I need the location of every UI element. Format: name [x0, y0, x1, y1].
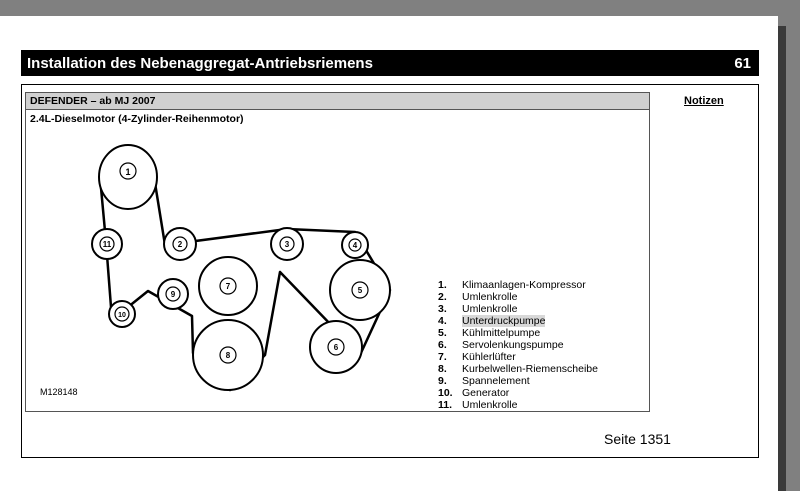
title-bar: Installation des Nebenaggregat-Antriebsr… [21, 50, 759, 76]
pulley-label: 5 [358, 286, 363, 295]
pulley-4: 4 [341, 231, 369, 259]
legend-item: 8.Kurbelwellen-Riemenscheibe [438, 363, 598, 375]
figure-reference: M128148 [40, 387, 78, 397]
legend-item: 11.Umlenkrolle [438, 399, 518, 411]
pulley-1: 1 [98, 144, 158, 210]
legend-item: 2.Umlenkrolle [438, 291, 518, 303]
pulley-label: 2 [178, 240, 183, 249]
notes-label: Notizen [684, 95, 724, 107]
pulley-label: 6 [334, 343, 339, 352]
legend-item-highlighted: 4.Unterdruckpumpe [438, 315, 546, 327]
legend-item: 7.Kühlerlüfter [438, 351, 516, 363]
pulley-11: 11 [91, 228, 123, 260]
legend-item: 6.Servolenkungspumpe [438, 339, 564, 351]
pulley-label: 8 [226, 351, 231, 360]
pulley-2: 2 [163, 227, 197, 261]
pulley-10: 10 [108, 300, 136, 328]
pulley-label: 10 [118, 312, 126, 319]
figure-box-header: DEFENDER – ab MJ 2007 [26, 93, 649, 110]
page-title: Installation des Nebenaggregat-Antriebsr… [27, 54, 373, 72]
legend-item: 3.Umlenkrolle [438, 303, 518, 315]
pulley-label: 9 [171, 290, 176, 299]
engine-subtitle: 2.4L-Dieselmotor (4-Zylinder-Reihenmotor… [30, 113, 244, 125]
content-frame [21, 84, 759, 458]
pulley-label: 11 [103, 240, 112, 249]
pulley-label: 4 [353, 241, 358, 250]
pulley-label: 1 [125, 167, 130, 177]
pulley-3: 3 [270, 227, 304, 261]
legend-item: 5.Kühlmittelpumpe [438, 327, 541, 339]
pulley-9: 9 [157, 278, 189, 310]
pulley-6: 6 [309, 320, 363, 374]
legend-item: 9.Spannelement [438, 375, 530, 387]
legend-item: 10.Generator [438, 387, 510, 399]
component-legend: 1.Klimaanlagen-Kompressor 2.Umlenkrolle … [438, 279, 598, 411]
pulley-8: 8 [192, 319, 264, 391]
pulley-label: 3 [285, 240, 290, 249]
page-shadow [778, 26, 786, 491]
footer-page-label: Seite 1351 [604, 431, 671, 447]
figure-box: DEFENDER – ab MJ 2007 2.4L-Dieselmotor (… [25, 92, 650, 412]
legend-item: 1.Klimaanlagen-Kompressor [438, 279, 586, 291]
pulley-7: 7 [198, 256, 258, 316]
pulley-label: 7 [226, 282, 231, 291]
page-number: 61 [734, 54, 751, 72]
pulley-5: 5 [329, 259, 391, 321]
